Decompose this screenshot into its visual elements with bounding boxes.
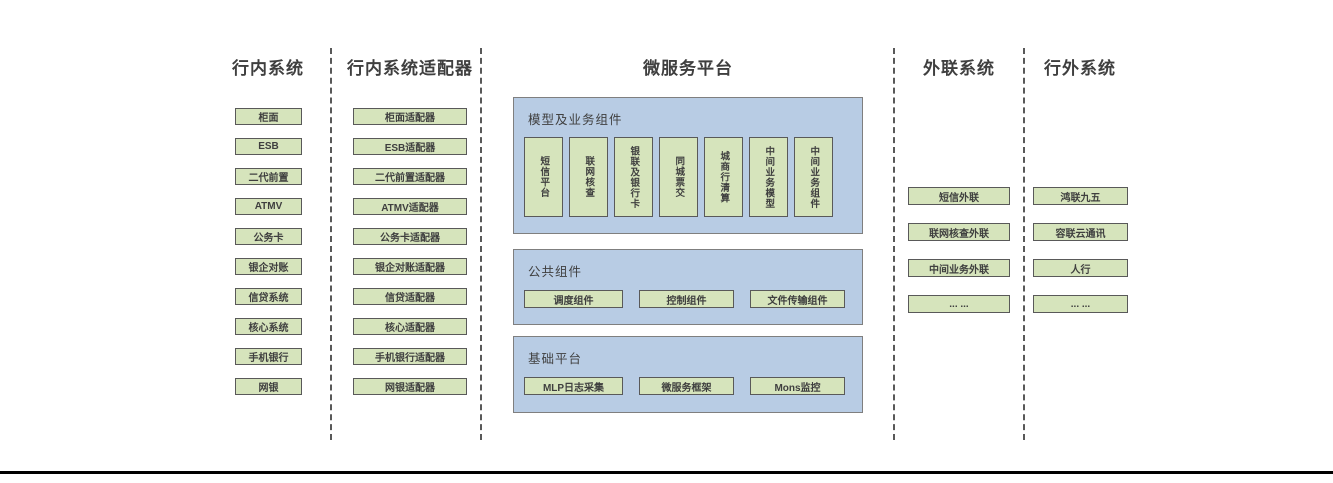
component-node: 同城票交 bbox=[659, 137, 698, 217]
column-internal-adapters: 柜面适配器 ESB适配器 二代前置适配器 ATMV适配器 公务卡适配器 银企对账… bbox=[353, 108, 467, 408]
system-node: 银企对账 bbox=[235, 258, 302, 275]
adapter-node: 公务卡适配器 bbox=[353, 228, 467, 245]
component-node: 城商行清算 bbox=[704, 137, 743, 217]
adapter-node: 柜面适配器 bbox=[353, 108, 467, 125]
common-components-row: 调度组件 控制组件 文件传输组件 bbox=[514, 280, 862, 308]
component-node: 短信平台 bbox=[524, 137, 563, 217]
system-node: ATMV bbox=[235, 198, 302, 215]
system-node: 手机银行 bbox=[235, 348, 302, 365]
dashed-separator-2 bbox=[480, 48, 482, 440]
external-node: ... ... bbox=[1033, 295, 1128, 313]
adapter-node: 二代前置适配器 bbox=[353, 168, 467, 185]
component-node: 中间业务模型 bbox=[749, 137, 788, 217]
adapter-node: ATMV适配器 bbox=[353, 198, 467, 215]
system-node: 柜面 bbox=[235, 108, 302, 125]
external-node: 容联云通讯 bbox=[1033, 223, 1128, 241]
group-common-components: 公共组件 调度组件 控制组件 文件传输组件 bbox=[513, 249, 863, 325]
dashed-separator-1 bbox=[330, 48, 332, 440]
component-node: 控制组件 bbox=[639, 290, 734, 308]
system-node: ESB bbox=[235, 138, 302, 155]
column-title-microservice-platform: 微服务平台 bbox=[643, 59, 733, 78]
adapter-node: 手机银行适配器 bbox=[353, 348, 467, 365]
column-title-internal-systems: 行内系统 bbox=[232, 59, 304, 78]
column-external-systems: 鸿联九五 容联云通讯 人行 ... ... bbox=[1033, 187, 1128, 331]
group-title: 基础平台 bbox=[528, 352, 583, 366]
adapter-node: 信贷适配器 bbox=[353, 288, 467, 305]
system-node: 网银 bbox=[235, 378, 302, 395]
dashed-separator-3 bbox=[893, 48, 895, 440]
system-node: 核心系统 bbox=[235, 318, 302, 335]
column-title-internal-adapters: 行内系统适配器 bbox=[347, 59, 473, 78]
component-node: 中间业务组件 bbox=[794, 137, 833, 217]
group-title: 模型及业务组件 bbox=[528, 113, 623, 127]
model-components-row: 短信平台 联网核查 银联及银行卡 同城票交 城商行清算 中间业务模型 中间业务组… bbox=[514, 128, 862, 217]
group-model-business-components: 模型及业务组件 短信平台 联网核查 银联及银行卡 同城票交 城商行清算 中间业务… bbox=[513, 97, 863, 234]
outreach-node: ... ... bbox=[908, 295, 1010, 313]
adapter-node: ESB适配器 bbox=[353, 138, 467, 155]
dashed-separator-4 bbox=[1023, 48, 1025, 440]
system-node: 二代前置 bbox=[235, 168, 302, 185]
outreach-node: 中间业务外联 bbox=[908, 259, 1010, 277]
component-node: Mons监控 bbox=[750, 377, 845, 395]
component-node: 调度组件 bbox=[524, 290, 623, 308]
system-node: 信贷系统 bbox=[235, 288, 302, 305]
component-node: 文件传输组件 bbox=[750, 290, 845, 308]
group-title: 公共组件 bbox=[528, 265, 583, 279]
component-node: 银联及银行卡 bbox=[614, 137, 653, 217]
adapter-node: 网银适配器 bbox=[353, 378, 467, 395]
component-node: 联网核查 bbox=[569, 137, 608, 217]
bottom-rule bbox=[0, 471, 1333, 474]
adapter-node: 核心适配器 bbox=[353, 318, 467, 335]
external-node: 人行 bbox=[1033, 259, 1128, 277]
base-platform-row: MLP日志采集 微服务框架 Mons监控 bbox=[514, 367, 862, 395]
column-title-outreach-systems: 外联系统 bbox=[923, 59, 995, 78]
column-outreach-systems: 短信外联 联网核查外联 中间业务外联 ... ... bbox=[908, 187, 1010, 331]
system-node: 公务卡 bbox=[235, 228, 302, 245]
group-base-platform: 基础平台 MLP日志采集 微服务框架 Mons监控 bbox=[513, 336, 863, 413]
column-internal-systems: 柜面 ESB 二代前置 ATMV 公务卡 银企对账 信贷系统 核心系统 手机银行… bbox=[235, 108, 302, 408]
adapter-node: 银企对账适配器 bbox=[353, 258, 467, 275]
outreach-node: 联网核查外联 bbox=[908, 223, 1010, 241]
outreach-node: 短信外联 bbox=[908, 187, 1010, 205]
column-title-external-systems: 行外系统 bbox=[1044, 59, 1116, 78]
external-node: 鸿联九五 bbox=[1033, 187, 1128, 205]
component-node: MLP日志采集 bbox=[524, 377, 623, 395]
component-node: 微服务框架 bbox=[639, 377, 734, 395]
